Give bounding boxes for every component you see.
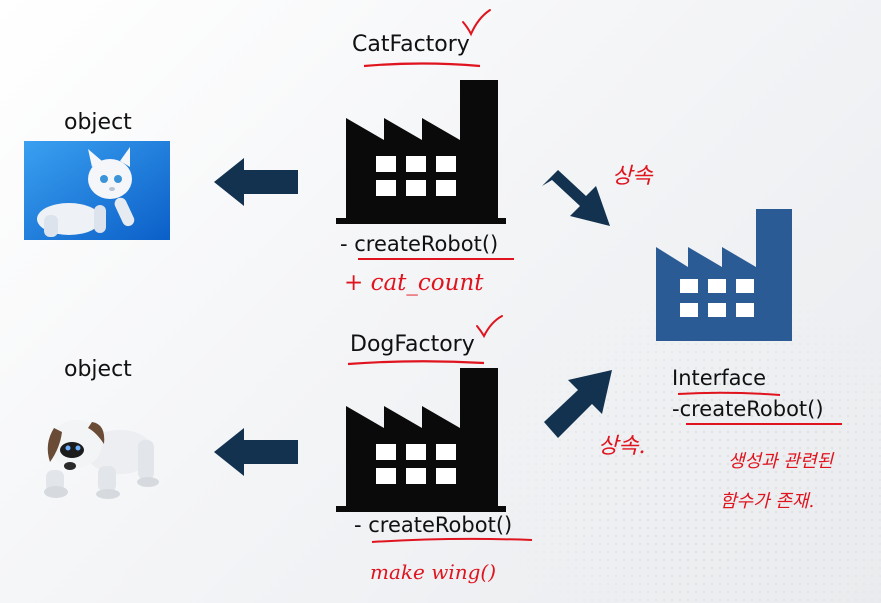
robot-cat-image	[24, 141, 170, 240]
dog-method-underline	[371, 537, 533, 543]
factory-icon	[336, 80, 506, 224]
checkmark-icon	[462, 9, 491, 37]
inherit-bottom-note: 상속.	[598, 434, 646, 459]
dog-note: make wing()	[370, 560, 497, 584]
interface-name: Interface	[672, 366, 767, 390]
arrow-left-icon	[214, 428, 298, 476]
arrow-diagonal-icon	[544, 370, 612, 438]
cat-method-underline	[358, 258, 514, 260]
dog-factory-name: DogFactory	[350, 332, 475, 357]
cat-factory-underline	[363, 62, 481, 68]
checkmark-icon	[476, 315, 503, 339]
interface-factory-icon	[656, 209, 792, 341]
world-map-dots	[500, 300, 881, 603]
inherit-top-note: 상속	[612, 164, 653, 189]
interface-underline	[677, 391, 781, 396]
interface-note-line1: 생성과 관련된	[728, 451, 834, 472]
dog-method: - createRobot()	[354, 513, 513, 537]
interface-note-line2: 함수가 존재.	[720, 491, 815, 512]
cat-object-label: object	[64, 110, 132, 135]
arrow-diagonal-icon	[542, 170, 610, 226]
robot-dog-image	[44, 420, 159, 499]
cat-note: + cat_count	[344, 270, 484, 296]
interface-method-underline	[686, 423, 842, 425]
cat-factory-name: CatFactory	[352, 32, 470, 57]
dog-object-label: object	[64, 357, 132, 382]
interface-method: -createRobot()	[672, 397, 824, 421]
factory-icon	[336, 368, 506, 512]
arrow-left-icon	[214, 158, 298, 206]
dog-factory-underline	[347, 360, 485, 366]
cat-method: - createRobot()	[340, 232, 499, 256]
